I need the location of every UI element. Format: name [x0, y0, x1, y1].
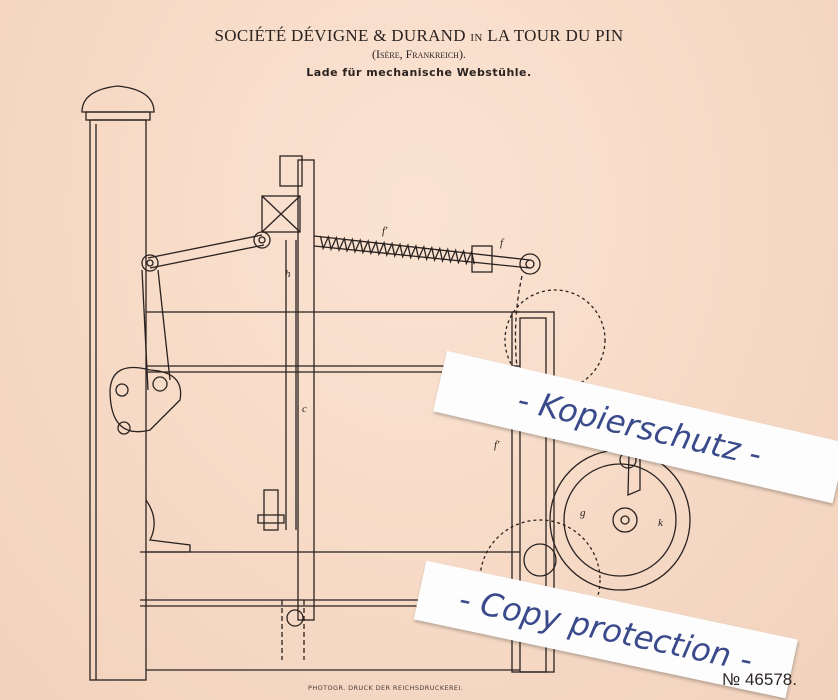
spring-rod [313, 234, 541, 391]
printer-credit: PHOTOGR. DRUCK DER REICHSDRUCKEREI. [308, 684, 464, 692]
left-post [81, 85, 155, 681]
label-c: c [302, 403, 307, 415]
label-f-prime: f' [382, 225, 388, 237]
company-place: LA TOUR DU PIN [487, 26, 624, 45]
company-name: SOCIÉTÉ DÉVIGNE & DURAND [214, 26, 466, 45]
title-in: IN [470, 32, 483, 44]
label-g: g [580, 507, 586, 519]
patent-subtitle: Lade für mechanische Webstühle. [306, 66, 532, 79]
patent-number: № 46578. [722, 670, 797, 689]
location-line: (Isère, Frankreich). [372, 47, 466, 61]
label-f: f [500, 237, 505, 249]
lay-sword [257, 155, 315, 660]
label-f-prime-2: f' [494, 439, 500, 451]
label-k: k [658, 517, 664, 529]
label-h: h [285, 268, 291, 280]
patent-title: SOCIÉTÉ DÉVIGNE & DURAND IN LA TOUR DU P… [0, 26, 838, 46]
linkage [109, 231, 271, 435]
